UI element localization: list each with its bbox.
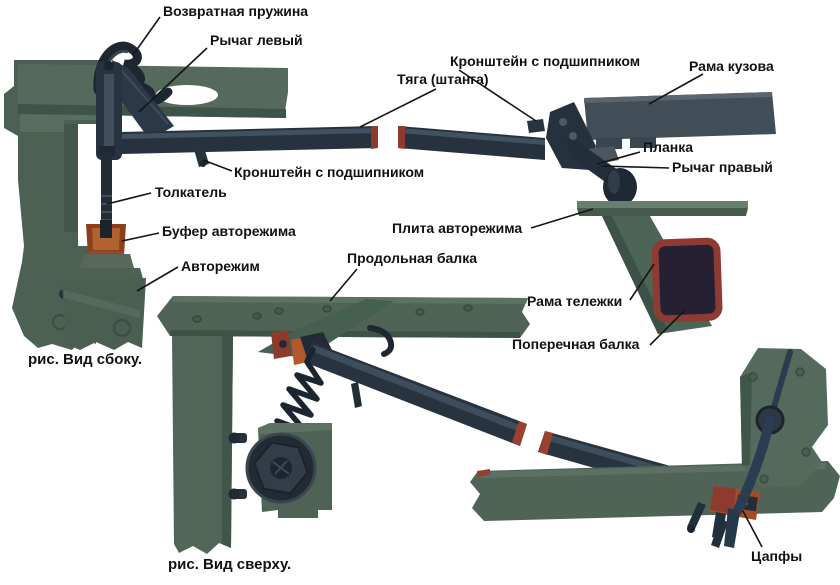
rod-segment-b-drawing [398,126,545,160]
leader-lines [106,16,763,548]
label-return-spring: Возвратная пружина [163,3,309,19]
avtorezhim-device-drawing [62,254,146,350]
label-lever-right: Рычаг правый [672,159,773,175]
label-plate: Плита авторежима [392,220,523,236]
caption-side-view: рис. Вид сбоку. [28,351,143,368]
nut-box-drawing [228,423,332,518]
label-transverse-beam: Поперечная балка [512,336,640,352]
right-lever-drawing [566,138,618,184]
label-planka: Планка [643,139,693,155]
body-frame-drawing [584,92,776,149]
caption-top-view: рис. Вид сверху. [168,556,292,573]
pivot-lever-drawing [712,349,793,548]
vertical-beam-drawing [172,336,233,554]
rod-segment-a-drawing [122,126,378,154]
top-rod-segment-a-drawing [304,342,527,446]
label-trunnions: Цапфы [751,548,803,564]
label-buffer: Буфер авторежима [162,223,296,239]
avtorezhim-plate-drawing [577,201,748,216]
label-bracket-bearing-top: Кронштейн с подшипником [450,53,641,69]
right-lever-assembly-drawing [546,102,637,214]
label-body-frame: Рама кузова [689,58,774,74]
side-view-drawing [4,41,776,350]
label-bracket-bearing-left: Кронштейн с подшипником [234,164,425,180]
label-lever-left: Рычаг левый [210,32,303,48]
label-avtorezhim: Авторежим [181,258,260,274]
label-bogie-frame: Рама тележки [527,293,623,309]
top-view-drawing [157,296,840,554]
label-longitudinal-beam: Продольная балка [347,250,477,266]
label-rod-shaft: Тяга (штанга) [397,71,489,87]
transverse-beam-drawing [651,237,723,323]
left-lever-drawing [112,60,174,140]
label-pusher: Толкатель [155,184,227,200]
buffer-drawing [86,220,126,257]
pusher-rod-drawing [96,61,122,234]
bearing-bracket-right-drawing [527,119,545,133]
